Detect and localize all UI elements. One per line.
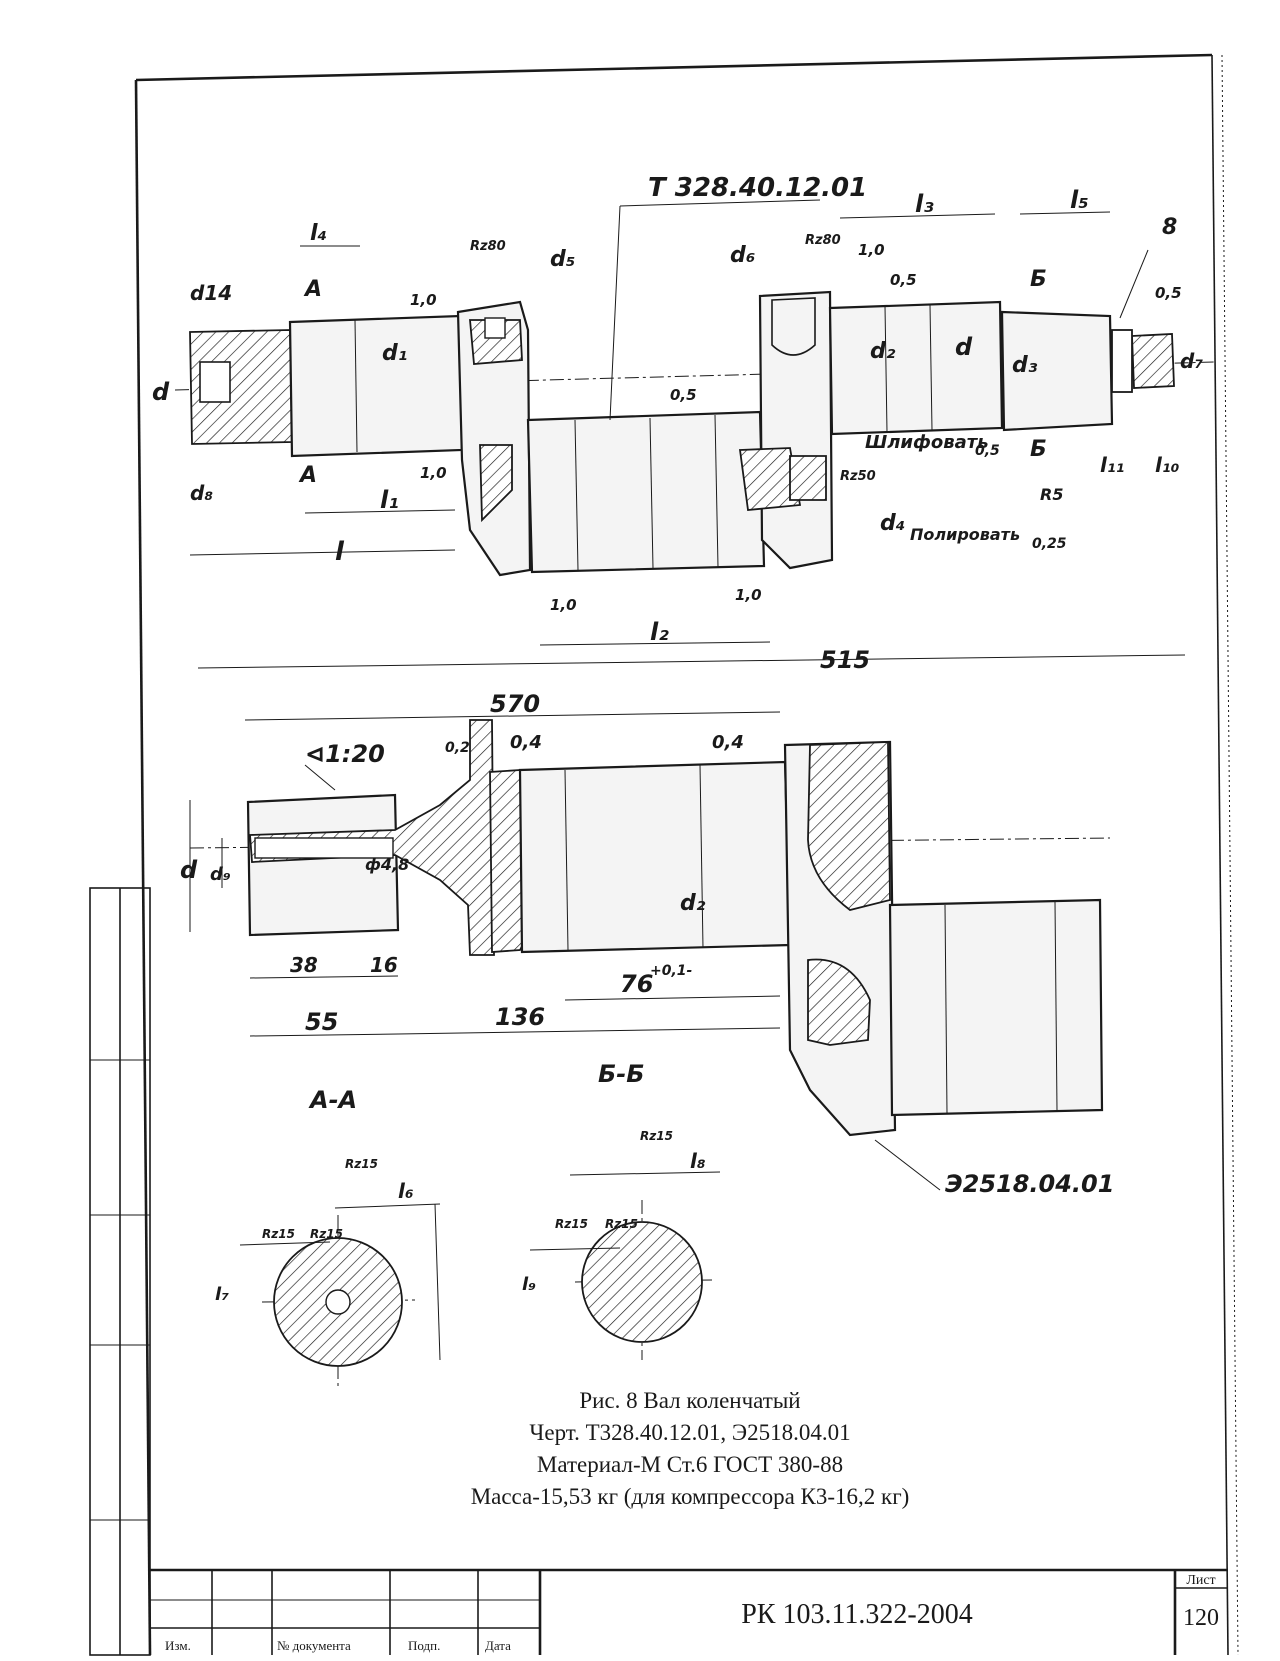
dim-55: 55 <box>305 1008 338 1036</box>
dim-d6: d₆ <box>730 243 755 268</box>
dim-l8: l₈ <box>690 1149 706 1173</box>
roughness-10-journal: 1,0 <box>410 291 437 309</box>
end-section-dimensions <box>189 711 941 1191</box>
aa-roughness-1: Rz15 <box>262 1227 295 1241</box>
roughness-10-pin-left: 1,0 <box>550 596 577 614</box>
dim-l6: l₆ <box>398 1179 414 1203</box>
aa-roughness-2: Rz15 <box>310 1227 343 1241</box>
dim-d9: d₉ <box>210 864 231 885</box>
top-part-number: Т 328.40.12.01 <box>648 173 867 203</box>
bb-roughness-3: Rz15 <box>640 1129 673 1143</box>
section-mark-b-bottom: Б <box>1030 437 1047 462</box>
dim-l5: l₅ <box>1070 186 1089 214</box>
sheet-frame <box>134 53 1239 1656</box>
crankshaft-end-section-view <box>189 719 1111 1137</box>
dim-l11: l₁₁ <box>1100 453 1124 477</box>
dim-38: 38 <box>290 953 318 977</box>
dim-phi48: ф4,8 <box>365 855 409 874</box>
dim-76-tolerance: +0,1- <box>650 963 693 979</box>
col-date: Дата <box>485 1638 511 1653</box>
section-mark-b-top: Б <box>1030 267 1047 292</box>
roughness-rz80: Rz80 <box>470 239 506 254</box>
dim-l: l <box>335 537 345 567</box>
dim-l1: l₁ <box>380 486 399 514</box>
col-doc-number: № документа <box>277 1638 351 1653</box>
dim-l4: l₄ <box>310 221 327 246</box>
dim-d-section: d <box>180 856 198 884</box>
dim-l2: l₂ <box>650 618 669 646</box>
radius-r5: R5 <box>1040 485 1063 504</box>
main-view-labels: Т 328.40.12.01 515 l l₁ l₂ l₃ l₄ l₅ l₁₁ … <box>152 173 1203 674</box>
roughness-10-web: 1,0 <box>858 241 885 259</box>
dim-l3: l₃ <box>915 190 934 218</box>
roughness-05-pin: 0,5 <box>670 386 697 404</box>
roughness-05-journal: 0,5 <box>890 271 917 289</box>
section-aa-title: А-А <box>308 1086 357 1114</box>
roughness-04-right: 0,4 <box>712 732 744 753</box>
roughness-04-left: 0,4 <box>510 732 542 753</box>
col-change: Изм. <box>165 1638 191 1653</box>
caption-mass: Масса-15,53 кг (для компрессора К3-16,2 … <box>471 1484 910 1509</box>
dim-d1: d₁ <box>382 341 407 366</box>
grind-note: Шлифовать <box>865 432 989 453</box>
roughness-rz80-right: Rz80 <box>805 233 841 248</box>
col-signature: Подп. <box>408 1638 440 1653</box>
taper-label: ⊲1:20 <box>305 740 385 768</box>
item-8: 8 <box>1162 215 1177 240</box>
section-bb-title: Б-Б <box>598 1060 645 1088</box>
caption-title: Рис. 8 Вал коленчатый <box>579 1388 800 1413</box>
main-view-dimensions <box>189 199 1186 669</box>
dim-d: d <box>152 378 170 406</box>
section-bb: Б-Б l₈ l₉ Rz15 Rz15 Rz15 <box>522 1060 721 1360</box>
dim-d4: d₄ <box>880 511 905 536</box>
crankshaft-main-view <box>174 290 1216 577</box>
sheet-number: 120 <box>1183 1605 1219 1631</box>
dim-d3: d₃ <box>1012 353 1038 378</box>
caption-drawings: Черт. Т328.40.12.01, Э2518.04.01 <box>529 1420 850 1445</box>
dim-d2-section: d₂ <box>680 891 706 916</box>
roughness-05-end: 0,5 <box>1155 284 1182 302</box>
left-binding-strip <box>89 887 151 1656</box>
dim-l10: l₁₀ <box>1155 453 1180 477</box>
document-code: РК 103.11.322-2004 <box>741 1599 973 1630</box>
dim-d2: d₂ <box>870 339 896 364</box>
aa-roughness-3: Rz15 <box>345 1157 378 1171</box>
dim-16: 16 <box>370 953 398 977</box>
dim-136: 136 <box>495 1003 545 1031</box>
roughness-05-grind: 0,5 <box>975 443 1000 459</box>
dim-d5: d₅ <box>550 247 575 272</box>
figure-caption: Рис. 8 Вал коленчатый Черт. Т328.40.12.0… <box>471 1388 910 1509</box>
dim-d8: d₈ <box>190 481 213 505</box>
roughness-10-left: 1,0 <box>420 464 447 482</box>
caption-material: Материал-М Ст.6 ГОСТ 380-88 <box>537 1452 843 1477</box>
end-section-labels: 570 ⊲1:20 0,2 0,4 0,4 d d₉ ф4,8 d₂ 38 16… <box>180 690 1114 1198</box>
dim-d7: d₇ <box>1180 349 1203 373</box>
roughness-10-pin-right: 1,0 <box>735 586 762 604</box>
polish-note: Полировать <box>910 525 1020 544</box>
dim-l7: l₇ <box>215 1284 229 1305</box>
roughness-rz50: Rz50 <box>840 469 876 484</box>
section-aa: А-А l₆ l₇ Rz15 Rz15 Rz15 <box>215 1086 441 1390</box>
dim-76: 76 <box>620 970 653 998</box>
bottom-part-number: Э2518.04.01 <box>945 1170 1114 1198</box>
roughness-025: 0,25 <box>1032 536 1067 552</box>
dim-l9: l₉ <box>522 1274 536 1295</box>
title-block: Изм. № документа Подп. Дата РК 103.11.32… <box>150 1568 1228 1655</box>
bb-roughness-2: Rz15 <box>605 1217 638 1231</box>
section-mark-a-bottom: А <box>298 463 317 488</box>
sheet-label: Лист <box>1186 1573 1215 1588</box>
dim-d14: d14 <box>190 281 232 305</box>
roughness-02: 0,2 <box>445 740 470 756</box>
overall-length-top: 515 <box>820 646 870 674</box>
dim-d-right: d <box>955 333 973 361</box>
bb-roughness-1: Rz15 <box>555 1217 588 1231</box>
section-mark-a-top: А <box>303 277 322 302</box>
overall-length-bottom: 570 <box>490 690 540 718</box>
